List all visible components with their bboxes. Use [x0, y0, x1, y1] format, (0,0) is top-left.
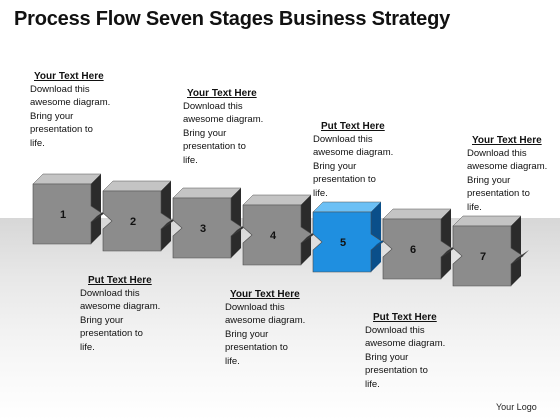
callout-6: Put Text Here Download this awesome diag…	[365, 312, 475, 391]
stage-number: 2	[130, 216, 136, 228]
piece-front-face	[242, 204, 314, 266]
callout-body: Download this awesome diagram. Bring you…	[313, 134, 394, 199]
callout-body: Download this awesome diagram. Bring you…	[30, 84, 111, 149]
callout-heading: Put Text Here	[321, 121, 385, 132]
piece-top-face	[382, 208, 452, 220]
callout-1: Your Text Here Download this awesome dia…	[30, 71, 140, 150]
puzzle-piece-7: 7	[452, 215, 529, 287]
piece-front-face	[172, 197, 244, 259]
stage-number: 3	[200, 223, 206, 235]
callout-body: Download this awesome diagram. Bring you…	[365, 325, 446, 390]
puzzle-piece-6: 6	[382, 208, 459, 280]
piece-top-face	[172, 187, 242, 199]
puzzle-piece-2: 2	[102, 180, 179, 252]
callout-heading: Your Text Here	[472, 135, 542, 146]
piece-top-face	[312, 201, 382, 213]
callout-heading: Put Text Here	[373, 312, 437, 323]
callout-heading: Your Text Here	[187, 88, 257, 99]
stage-number: 7	[480, 251, 486, 263]
page-title: Process Flow Seven Stages Business Strat…	[14, 8, 451, 30]
logo-placeholder: Your Logo	[496, 402, 537, 412]
stage-number: 6	[410, 244, 416, 256]
puzzle-piece-4: 4	[242, 194, 319, 266]
callout-4: Your Text Here Download this awesome dia…	[225, 289, 335, 368]
callout-2: Put Text Here Download this awesome diag…	[80, 275, 190, 354]
callout-heading: Your Text Here	[230, 289, 300, 300]
piece-front-face	[452, 225, 524, 287]
piece-tab-shadow	[511, 250, 529, 264]
piece-top-face	[242, 194, 312, 206]
piece-front-face	[382, 218, 454, 280]
piece-front-face	[312, 211, 384, 273]
piece-top-face	[452, 215, 522, 227]
callout-3: Your Text Here Download this awesome dia…	[183, 88, 293, 167]
puzzle-piece-5: 5	[312, 201, 389, 273]
callout-body: Download this awesome diagram. Bring you…	[80, 288, 161, 353]
piece-front-face	[102, 190, 174, 252]
puzzle-piece-1: 1	[32, 173, 109, 245]
stage-number: 4	[270, 230, 277, 242]
callout-heading: Put Text Here	[88, 275, 152, 286]
stage-number: 1	[60, 209, 66, 221]
callout-body: Download this awesome diagram. Bring you…	[225, 302, 306, 367]
callout-7: Your Text Here Download this awesome dia…	[467, 135, 560, 214]
puzzle-piece-3: 3	[172, 187, 249, 259]
callout-5: Put Text Here Download this awesome diag…	[313, 121, 423, 200]
callout-body: Download this awesome diagram. Bring you…	[183, 101, 264, 166]
piece-top-face	[32, 173, 102, 185]
callout-body: Download this awesome diagram. Bring you…	[467, 148, 548, 213]
piece-top-face	[102, 180, 172, 192]
callout-heading: Your Text Here	[34, 71, 104, 82]
stage-number: 5	[340, 237, 346, 249]
